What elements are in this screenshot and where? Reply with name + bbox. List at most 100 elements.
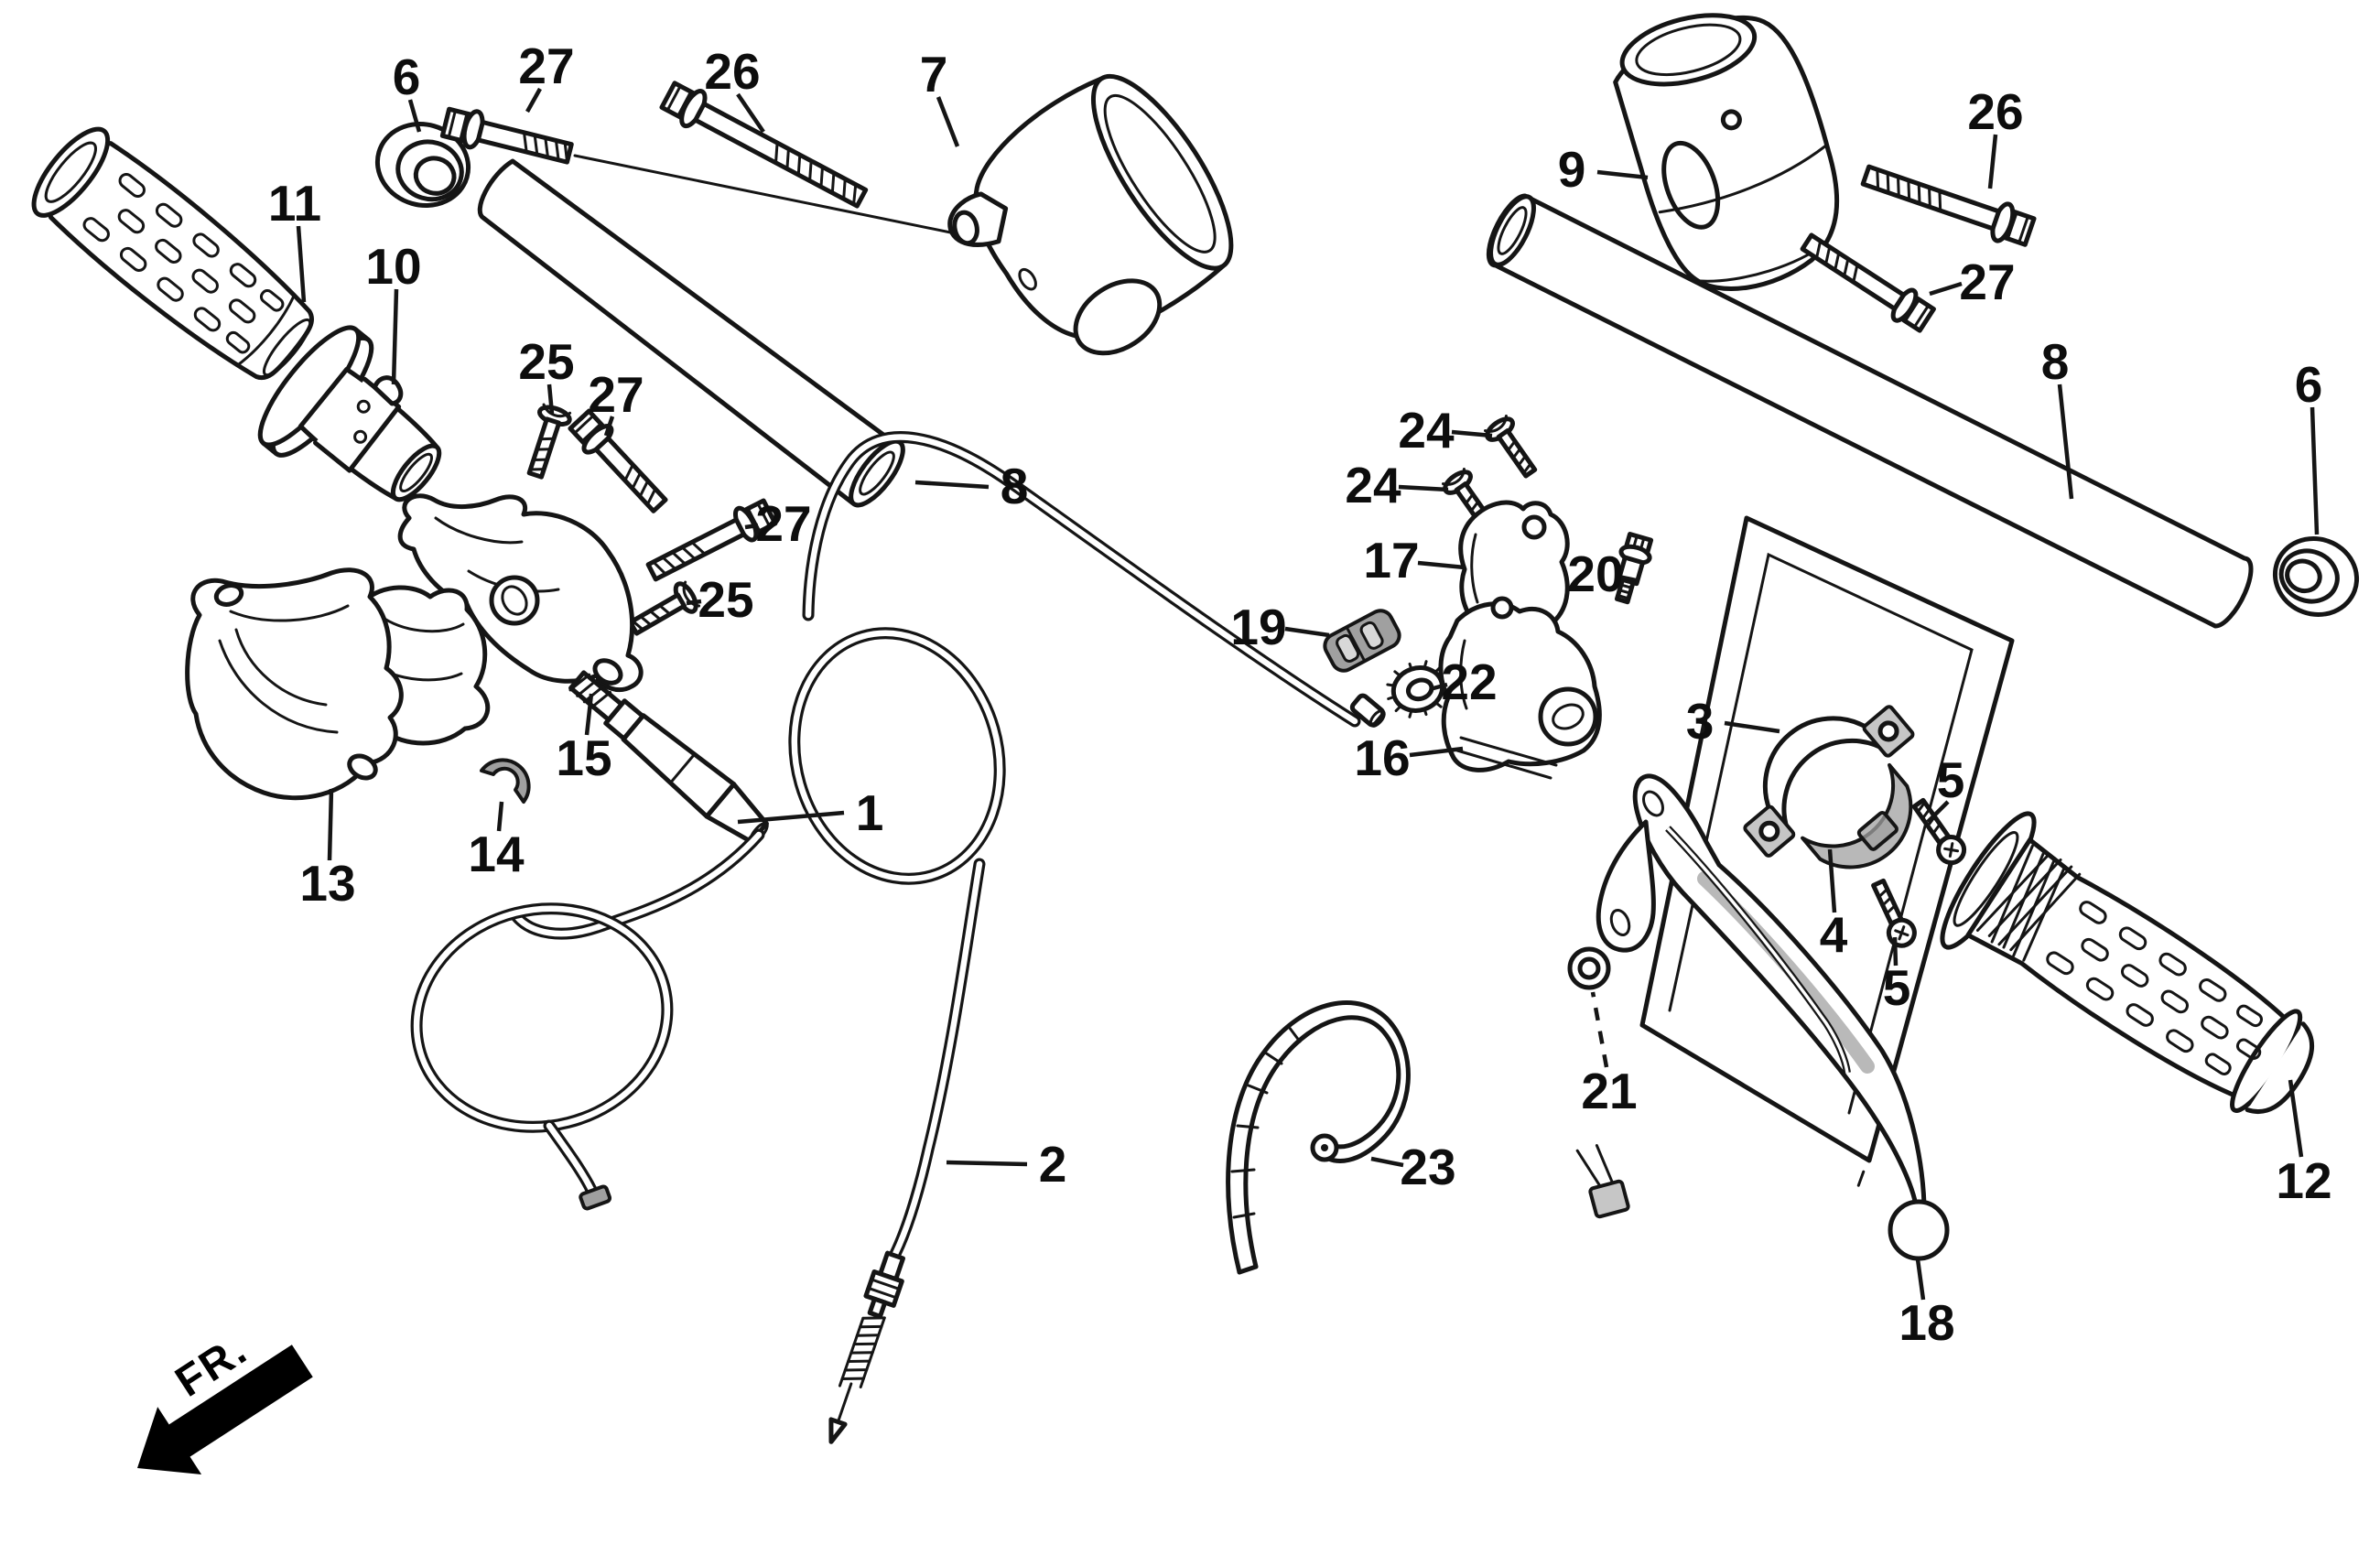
- callout-label-22: 22: [1441, 653, 1497, 710]
- callout-24a: 24: [1398, 402, 1493, 459]
- callout-20: 20: [1567, 545, 1637, 602]
- callout-8a: 8: [914, 458, 1029, 514]
- callout-13: 13: [299, 788, 356, 912]
- callout-27d: 27: [744, 495, 812, 552]
- callout-label-2: 2: [1039, 1136, 1067, 1193]
- callout-14: 14: [468, 801, 525, 882]
- callout-4: 4: [1820, 848, 1848, 963]
- callout-label-11: 11: [268, 175, 321, 232]
- part-12-grip-right: [1940, 811, 2315, 1114]
- callout-label-9: 9: [1558, 141, 1586, 198]
- part-5-screw-upper: [1911, 797, 1967, 866]
- callout-8b: 8: [2041, 333, 2074, 500]
- callout-16: 16: [1354, 729, 1464, 786]
- callout-label-5b: 5: [1883, 959, 1911, 1016]
- callout-label-13: 13: [299, 855, 355, 912]
- callout-label-6a: 6: [393, 49, 421, 105]
- callout-26a: 26: [704, 43, 765, 134]
- part-5-screw-lower: [1871, 878, 1917, 948]
- callout-label-8a: 8: [1001, 458, 1029, 514]
- part-25-screw-b: [628, 580, 701, 636]
- part-26-bolt-a: [659, 81, 869, 209]
- part-26-bolt-b: [1860, 164, 2037, 247]
- callout-11: 11: [268, 175, 321, 303]
- callout-label-18: 18: [1899, 1294, 1954, 1351]
- callout-label-1: 1: [856, 784, 884, 841]
- part-27-bolt-c: [568, 408, 668, 513]
- callout-label-8b: 8: [2041, 333, 2070, 390]
- callout-19: 19: [1230, 599, 1330, 655]
- callout-26b: 26: [1967, 83, 2024, 189]
- fr-arrow: FR.: [137, 1324, 313, 1474]
- part-27-bolt-b: [1800, 232, 1936, 333]
- part-27-bolt-d: [645, 498, 778, 582]
- callout-label-25b: 25: [698, 571, 753, 628]
- part-6-cap-left: [374, 122, 471, 208]
- part-27-bolt-a: [439, 106, 574, 165]
- callout-10: 10: [365, 238, 422, 385]
- part-10-throttle-pipe: [257, 325, 442, 502]
- part-21-nut: [1567, 946, 1611, 990]
- callout-6b: 6: [2295, 356, 2323, 535]
- callout-25b: 25: [686, 571, 754, 628]
- part-7-handle-holder: [947, 73, 1234, 356]
- callout-label-27d: 27: [755, 495, 811, 552]
- callout-7: 7: [920, 46, 960, 147]
- callout-1: 1: [737, 784, 884, 841]
- callout-label-21: 21: [1581, 1063, 1637, 1119]
- part-8-handlebar-right: [1486, 193, 2254, 629]
- callout-2: 2: [946, 1136, 1067, 1193]
- callout-3: 3: [1686, 693, 1780, 750]
- callout-label-27c: 27: [588, 366, 644, 423]
- part-19-adjuster: [1323, 609, 1401, 673]
- callout-label-7: 7: [920, 46, 948, 103]
- callout-27a: 27: [518, 38, 575, 113]
- part-8-handlebar-left: [477, 158, 905, 508]
- callout-label-20: 20: [1567, 545, 1623, 602]
- part-13-housing-lower: [185, 567, 404, 801]
- callout-label-4: 4: [1820, 906, 1848, 963]
- callout-label-17: 17: [1363, 532, 1419, 589]
- callout-18: 18: [1899, 1258, 1955, 1351]
- callout-5b: 5: [1883, 936, 1911, 1016]
- callout-27b: 27: [1929, 254, 2016, 310]
- part-23-band-clip: [1226, 1000, 1411, 1275]
- callout-5a: 5: [1926, 751, 1965, 824]
- callout-22: 22: [1429, 653, 1498, 710]
- part-16-bracket-lower: [1438, 596, 1602, 780]
- callout-label-26b: 26: [1967, 83, 2023, 140]
- part-25-screw-a: [526, 403, 572, 480]
- part-22-nut: [1386, 660, 1450, 718]
- callout-label-3: 3: [1686, 693, 1715, 750]
- callout-label-26a: 26: [704, 43, 760, 100]
- callout-15: 15: [556, 693, 612, 786]
- part-2-throttle-cable-b: [788, 431, 1386, 1444]
- callout-label-24a: 24: [1398, 402, 1455, 459]
- callout-label-27b: 27: [1959, 254, 2015, 310]
- callout-label-27a: 27: [518, 38, 574, 94]
- callout-label-15: 15: [556, 729, 611, 786]
- callout-label-25a: 25: [518, 333, 574, 390]
- part-24-screw-upper: [1484, 415, 1538, 479]
- callout-17: 17: [1363, 532, 1466, 589]
- callout-25a: 25: [518, 333, 575, 415]
- callout-9: 9: [1558, 141, 1649, 198]
- callout-label-6b: 6: [2295, 356, 2323, 413]
- part-11-grip-left: [31, 126, 315, 381]
- callout-21: 21: [1581, 991, 1638, 1119]
- callout-label-10: 10: [365, 238, 421, 295]
- callout-label-14: 14: [468, 826, 525, 882]
- callout-label-5a: 5: [1937, 751, 1965, 808]
- callout-6a: 6: [393, 49, 422, 133]
- callout-label-16: 16: [1354, 729, 1410, 786]
- callout-12: 12: [2276, 1079, 2332, 1209]
- part-6-cap-right: [2272, 536, 2360, 617]
- part-9-switch-housing: [1613, 13, 1840, 291]
- callout-label-24b: 24: [1345, 457, 1401, 513]
- part-20-screw: [1614, 532, 1654, 605]
- part-4-clamp-half: [1801, 762, 1913, 869]
- part-1-throttle-cable-a: [410, 670, 769, 1211]
